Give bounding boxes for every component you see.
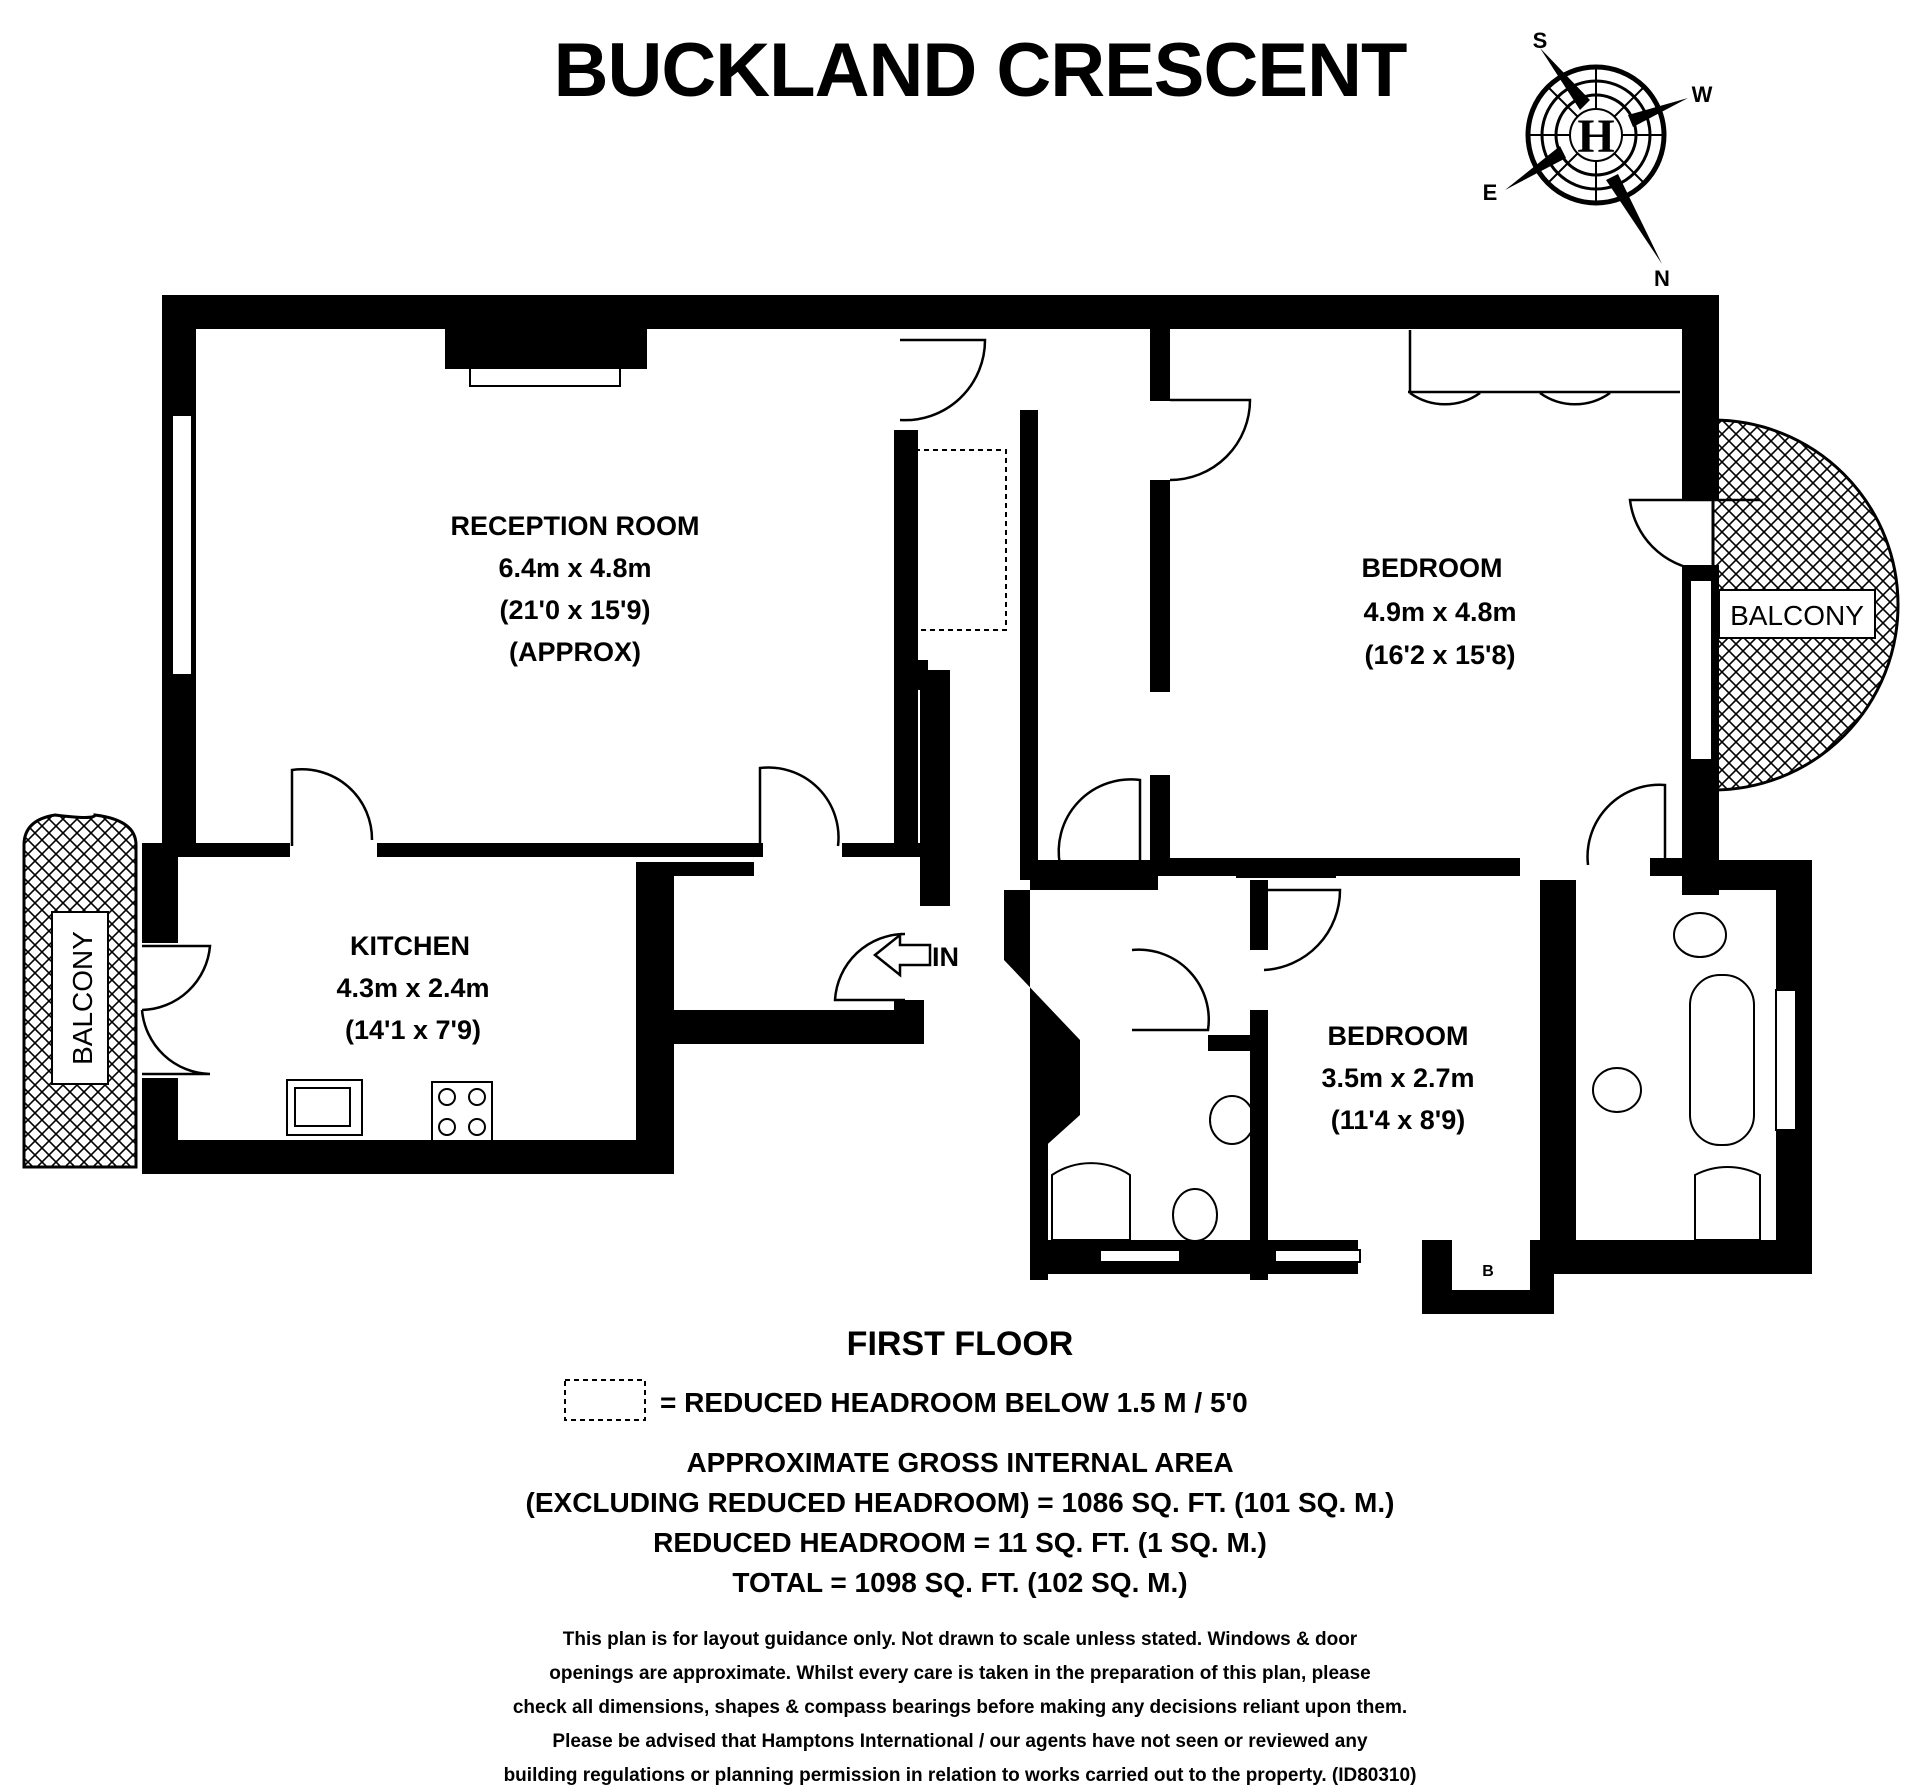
reception-room-label: RECEPTION ROOM 6.4m x 4.8m (21'0 x 15'9)… xyxy=(450,511,699,667)
balcony-left: BALCONY xyxy=(22,813,138,1169)
reception-room-note: (APPROX) xyxy=(509,637,641,667)
balcony-left-label: BALCONY xyxy=(67,931,98,1065)
kitchen-name: KITCHEN xyxy=(350,931,470,961)
kitchen-hob xyxy=(431,1081,493,1143)
bedroom2-metric: 3.5m x 2.7m xyxy=(1321,1063,1474,1093)
reception-room-name: RECEPTION ROOM xyxy=(450,511,699,541)
plan-title: BUCKLAND CRESCENT xyxy=(554,28,1407,113)
area-line-2: (EXCLUDING REDUCED HEADROOM) = 1086 SQ. … xyxy=(526,1487,1395,1518)
basin-ensuite xyxy=(1592,1067,1642,1113)
bedroom2-imperial: (11'4 x 8'9) xyxy=(1331,1105,1465,1135)
disclaimer-line: This plan is for layout guidance only. N… xyxy=(563,1629,1358,1650)
basin-bathroom xyxy=(1209,1095,1255,1145)
bedroom1-imperial: (16'2 x 15'8) xyxy=(1365,640,1516,670)
toilet-bathroom xyxy=(1172,1188,1218,1242)
legend: = REDUCED HEADROOM BELOW 1.5 M / 5'0 xyxy=(564,1379,1248,1421)
area-line-4: TOTAL = 1098 SQ. FT. (102 SQ. M.) xyxy=(732,1567,1187,1598)
area-line-1: APPROXIMATE GROSS INTERNAL AREA xyxy=(686,1447,1233,1478)
bedroom2-name: BEDROOM xyxy=(1328,1021,1469,1051)
bedroom2-label: BEDROOM 3.5m x 2.7m (11'4 x 8'9) xyxy=(1321,1021,1474,1135)
kitchen-sink xyxy=(286,1079,363,1136)
entrance-arrow: IN xyxy=(872,932,959,978)
bedroom1-name: BEDROOM xyxy=(1362,553,1503,583)
bathtub xyxy=(1689,974,1755,1146)
kitchen-label: KITCHEN 4.3m x 2.4m (14'1 x 7'9) xyxy=(336,931,489,1045)
floor-label: FIRST FLOOR xyxy=(847,1325,1074,1363)
compass-south: S xyxy=(1533,28,1548,53)
windows xyxy=(171,367,1797,1263)
disclaimer: This plan is for layout guidance only. N… xyxy=(504,1629,1417,1786)
disclaimer-line: Please be advised that Hamptons Internat… xyxy=(552,1731,1368,1752)
reduced-headroom-area xyxy=(905,449,1007,631)
legend-text: = REDUCED HEADROOM BELOW 1.5 M / 5'0 xyxy=(660,1387,1248,1418)
entrance-label: IN xyxy=(932,942,959,972)
area-statement: APPROXIMATE GROSS INTERNAL AREA (EXCLUDI… xyxy=(526,1447,1395,1598)
kitchen-metric: 4.3m x 2.4m xyxy=(336,973,489,1003)
compass-north: N xyxy=(1654,266,1670,291)
walls xyxy=(142,295,1812,1314)
reception-room-imperial: (21'0 x 15'9) xyxy=(500,595,651,625)
kitchen-sink-basin xyxy=(294,1087,351,1127)
compass-rose: H S W E N xyxy=(1483,28,1713,291)
bedroom1-metric: 4.9m x 4.8m xyxy=(1363,597,1516,627)
compass-east: E xyxy=(1483,180,1498,205)
boiler-label: B xyxy=(1482,1263,1494,1280)
disclaimer-line: check all dimensions, shapes & compass b… xyxy=(513,1697,1407,1718)
shower-ensuite xyxy=(1694,1165,1761,1241)
compass-west: W xyxy=(1692,82,1713,107)
kitchen-imperial: (14'1 x 7'9) xyxy=(345,1015,481,1045)
fixtures xyxy=(286,912,1761,1242)
bedroom1-label: BEDROOM 4.9m x 4.8m (16'2 x 15'8) xyxy=(1362,553,1517,670)
reception-room-metric: 6.4m x 4.8m xyxy=(498,553,651,583)
legend-swatch xyxy=(564,1379,646,1421)
disclaimer-line: openings are approximate. Whilst every c… xyxy=(549,1663,1370,1684)
balcony-right-label: BALCONY xyxy=(1730,600,1864,631)
doors xyxy=(140,330,1760,1076)
balcony-right: BALCONY xyxy=(1711,418,1900,792)
shower-bathroom xyxy=(1051,1162,1131,1241)
toilet-ensuite xyxy=(1673,912,1727,958)
compass-logo: H xyxy=(1577,110,1614,163)
area-line-3: REDUCED HEADROOM = 11 SQ. FT. (1 SQ. M.) xyxy=(653,1527,1267,1558)
disclaimer-line: building regulations or planning permiss… xyxy=(504,1765,1417,1786)
